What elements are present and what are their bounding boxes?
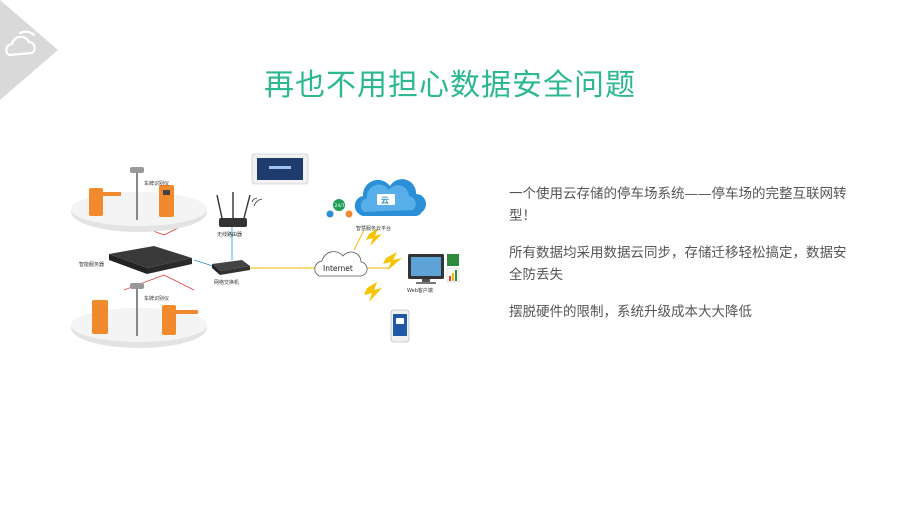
barrier-gate-left-bottom	[92, 300, 108, 334]
phone-device	[390, 309, 410, 343]
label-internet: Internet	[323, 264, 353, 273]
barrier-gate-right-bottom	[162, 305, 176, 335]
cloud-badge: 24/7	[335, 203, 345, 209]
spreadsheet-icon	[447, 254, 459, 266]
network-diagram: 车牌识别仪 车牌识别仪 智能服务器 无线路由器 网络交换机	[71, 153, 460, 348]
server-icon	[109, 246, 192, 268]
label-camera-top: 车牌识别仪	[144, 180, 169, 187]
label-switch: 网络交换机	[214, 279, 239, 286]
label-server: 智能服务器	[79, 261, 104, 268]
lightning-icon	[366, 228, 382, 246]
router-node: 无线路由器	[216, 192, 263, 238]
lightning-icon	[383, 252, 402, 270]
label-router: 无线路由器	[217, 231, 242, 238]
camera-pole-bottom	[136, 288, 138, 336]
router-icon	[219, 218, 247, 227]
user-icon	[326, 210, 334, 218]
bullet-item: 所有数据均采用数据云同步，存储迁移轻松搞定，数据安全防丢失	[509, 245, 847, 283]
switch-icon	[212, 260, 250, 271]
cloud-tag: 云	[381, 196, 389, 205]
user-icon	[345, 210, 353, 218]
cloud-icon	[5, 30, 36, 57]
parking-lane-top: 车牌识别仪	[71, 167, 207, 232]
lightning-icon	[364, 282, 382, 302]
switch-node: 网络交换机	[212, 260, 250, 286]
parking-lane-bottom: 车牌识别仪	[71, 283, 207, 348]
tablet-device	[251, 153, 309, 185]
server-node: 智能服务器	[79, 246, 192, 274]
barrier-gate-right-top	[159, 185, 174, 217]
bullet-item: 摆脱硬件的限制，系统升级成本大大降低	[509, 304, 752, 320]
bullet-list: 一个使用云存储的停车场系统——停车场的完整互联网转型！ 所有数据均采用数据云同步…	[509, 183, 859, 338]
cloud-tag-box	[377, 194, 395, 205]
label-web-client: Web客户端	[407, 287, 433, 294]
bullet-item: 一个使用云存储的停车场系统——停车场的完整互联网转型！	[509, 186, 847, 224]
cloud-platform-node: 云 24/7 智慧服务云平台	[326, 179, 426, 232]
camera-icon	[130, 283, 144, 289]
web-client-node: Web客户端	[407, 254, 460, 294]
camera-icon	[130, 167, 144, 173]
internet-node: Internet	[314, 251, 368, 277]
barrier-gate-left-top	[89, 188, 103, 216]
label-camera-bottom: 车牌识别仪	[144, 295, 169, 302]
label-cloud-platform: 智慧服务云平台	[356, 225, 391, 232]
page-title: 再也不用担心数据安全问题	[264, 68, 636, 104]
corner-decoration	[0, 0, 58, 100]
internet-cloud-icon	[314, 251, 368, 277]
camera-pole-top	[136, 172, 138, 220]
support-badge-icon	[333, 199, 345, 211]
lightning-icons	[364, 228, 402, 302]
